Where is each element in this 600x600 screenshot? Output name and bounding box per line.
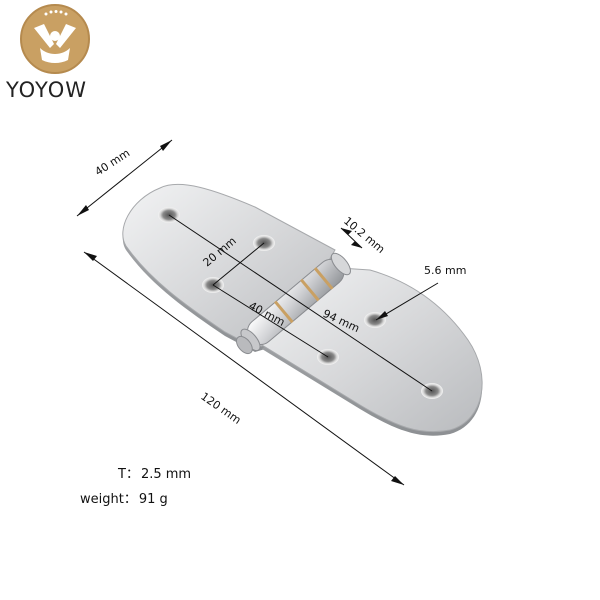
weight-value: 91 g	[138, 492, 168, 507]
thickness-value: 2.5 mm	[140, 467, 192, 482]
dimension-lines	[76, 139, 439, 486]
dim-length-label: 120 mm	[198, 390, 243, 427]
weight-label: weight：	[80, 492, 137, 507]
weight-spec: weight：91 g	[80, 488, 168, 507]
dim-hole-diameter-label: 5.6 mm	[424, 264, 466, 277]
logo-emblem-icon	[20, 4, 90, 74]
thickness-spec: T：2.5 mm	[118, 463, 191, 482]
brand-logo: YOYOW	[0, 0, 120, 110]
thickness-label: T：	[118, 467, 139, 482]
hinge-barrel	[235, 252, 351, 355]
brand-name: YOYOW	[6, 78, 88, 102]
dim-width-label: 40 mm	[93, 146, 133, 178]
